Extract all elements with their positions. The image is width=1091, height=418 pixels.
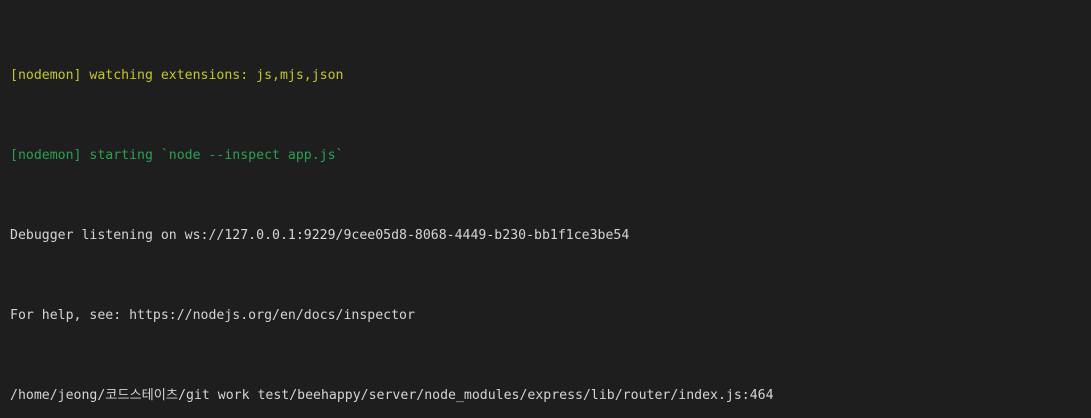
log-line-debugger-listening: Debugger listening on ws://127.0.0.1:922… [10,228,630,243]
log-line-error-source-path: /home/jeong/코드스테이츠/git work test/beehapp… [10,388,774,403]
log-line-help-inspector: For help, see: https://nodejs.org/en/doc… [10,308,415,323]
log-line-nodemon-watching: [nodemon] watching extensions: js,mjs,js… [10,68,344,83]
log-line-nodemon-starting: [nodemon] starting `node --inspect app.j… [10,148,344,163]
